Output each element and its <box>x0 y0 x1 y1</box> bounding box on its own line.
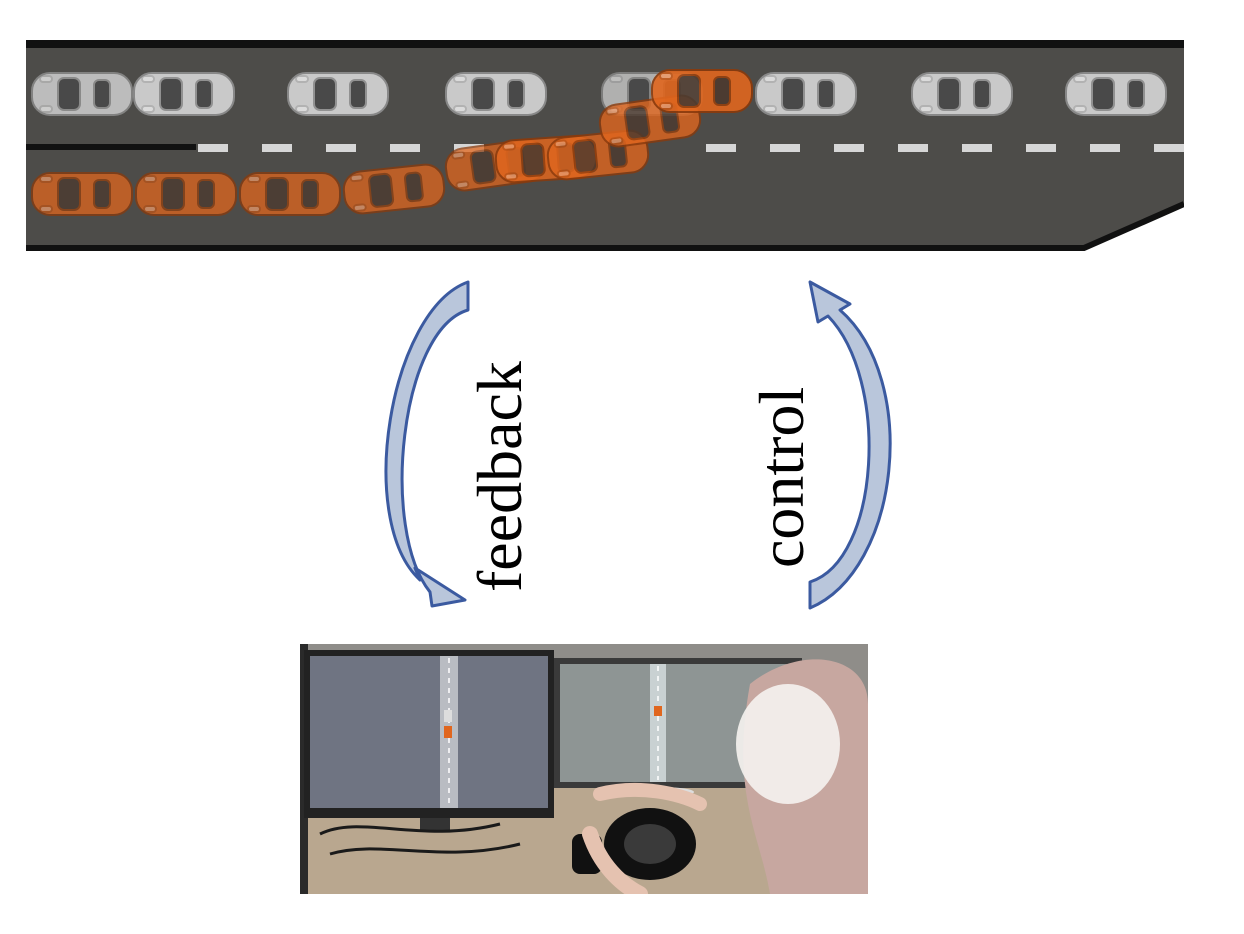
person-driver <box>582 659 868 894</box>
driving-simulator-photo <box>300 644 868 894</box>
lane-change-road-illustration <box>26 40 1184 251</box>
lane-solid-line <box>26 144 196 150</box>
left-monitor <box>304 650 554 830</box>
road-edge-top <box>26 40 1184 48</box>
steering-wheel <box>572 808 696 880</box>
control-label: control <box>746 386 817 568</box>
control-arrow <box>808 280 892 610</box>
road-edge-bottom <box>26 201 1184 251</box>
feedback-label: feedback <box>464 361 535 592</box>
feedback-control-loop <box>384 280 892 610</box>
feedback-arrow <box>384 280 470 608</box>
